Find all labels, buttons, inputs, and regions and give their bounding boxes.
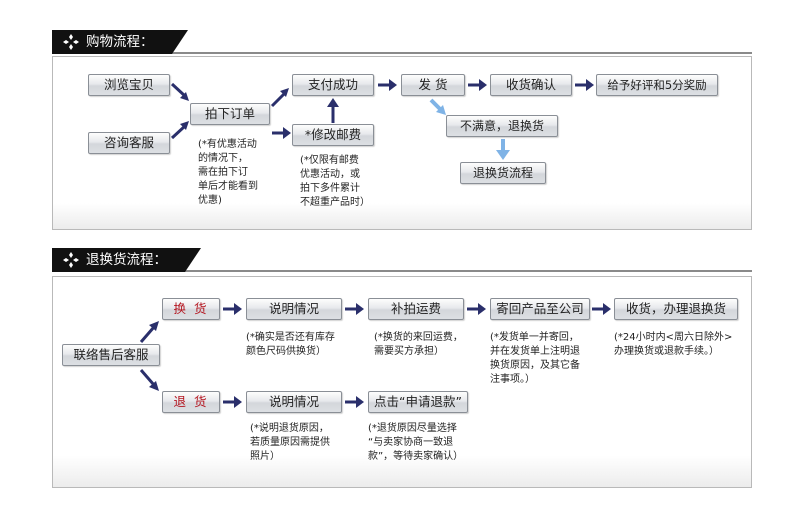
confirm-receipt-button[interactable]: 收货确认 [490, 74, 572, 96]
unsatisfied-return-button[interactable]: 不满意，退换货 [446, 115, 558, 137]
refund-button[interactable]: 退 货 [162, 391, 220, 413]
repost-shipping-note: (*换货的来回运费， 需要买方承担） [374, 332, 463, 357]
receive-process-note: (*24小时内<周六日除外> 办理换货或退款手续。） [614, 332, 733, 357]
arrow-exchange-to-explain [223, 303, 242, 315]
receive-process-button[interactable]: 收货，办理退换货 [614, 298, 738, 320]
explain-situation-refund-button[interactable]: 说明情况 [246, 391, 342, 413]
returns-header: 退换货流程： [52, 248, 752, 272]
explain-situation-exchange-button[interactable]: 说明情况 [246, 298, 342, 320]
explain-exchange-note: (*确实是否还有库存 颜色尺码供换货） [246, 332, 335, 357]
place-order-button[interactable]: 拍下订单 [190, 103, 270, 125]
modify-postage-note: (*仅限有邮费 优惠活动，或 拍下多件累计 不超重产品时） [300, 155, 370, 208]
repost-shipping-button[interactable]: 补拍运费 [368, 298, 464, 320]
send-back-note: (*发货单一并寄回， 并在发货单上注明退 换货原因，及其它备 注事项。） [490, 332, 580, 385]
diamond-cluster-icon [63, 252, 79, 268]
arrow-explain-to-apply [345, 396, 364, 408]
arrow-ship-to-unsatisfied [429, 98, 446, 115]
explain-refund-note: (*说明退货原因， 若质量原因需提供 照片） [250, 423, 330, 462]
payment-success-button[interactable]: 支付成功 [292, 74, 374, 96]
ship-button[interactable]: 发 货 [401, 74, 465, 96]
arrow-repost-to-sendback [467, 303, 486, 315]
arrow-pay-to-ship [378, 79, 397, 91]
contact-aftersales-button[interactable]: 联络售后客服 [62, 344, 160, 366]
apply-refund-button[interactable]: 点击“申请退款” [368, 391, 468, 413]
exchange-button[interactable]: 换 货 [162, 298, 220, 320]
consult-service-button[interactable]: 咨询客服 [88, 132, 170, 154]
shopping-title: 购物流程： [86, 34, 154, 50]
returns-title-bar: 退换货流程： [52, 248, 201, 272]
shopping-title-bar: 购物流程： [52, 30, 187, 54]
arrow-sendback-to-receive [592, 303, 611, 315]
apply-refund-note: (*退货原因尽量选择 “与卖家协商一致退 款”，等待卖家确认） [368, 423, 464, 462]
shopping-header: 购物流程： [52, 30, 752, 54]
returns-title: 退换货流程： [86, 252, 167, 268]
give-review-button[interactable]: 给予好评和5分奖励 [596, 74, 718, 96]
arrow-explain-to-repost [345, 303, 364, 315]
arrow-consult-to-order [170, 121, 189, 140]
header-divider [52, 52, 752, 54]
arrow-refund-to-explain [223, 396, 242, 408]
arrow-ship-to-confirm [468, 79, 487, 91]
arrow-confirm-to-review [575, 79, 594, 91]
arrow-contact-to-exchange [139, 321, 159, 343]
arrow-unsatisfied-down [496, 139, 510, 160]
diamond-cluster-icon [63, 34, 79, 50]
header-divider [52, 270, 752, 272]
send-back-product-button[interactable]: 寄回产品至公司 [490, 298, 590, 320]
arrow-browse-to-order [170, 82, 189, 101]
arrow-contact-to-refund [139, 369, 159, 391]
browse-item-button[interactable]: 浏览宝贝 [88, 74, 170, 96]
arrow-order-to-modify [272, 127, 291, 139]
arrow-modify-up-to-pay [327, 98, 339, 123]
return-flow-button[interactable]: 退换货流程 [460, 162, 546, 184]
order-note: (*有优惠活动 的情况下， 需在拍下订 单后才能看到 优惠) [198, 139, 258, 206]
arrow-order-to-pay [270, 88, 289, 108]
modify-postage-button[interactable]: *修改邮费 [292, 124, 374, 146]
